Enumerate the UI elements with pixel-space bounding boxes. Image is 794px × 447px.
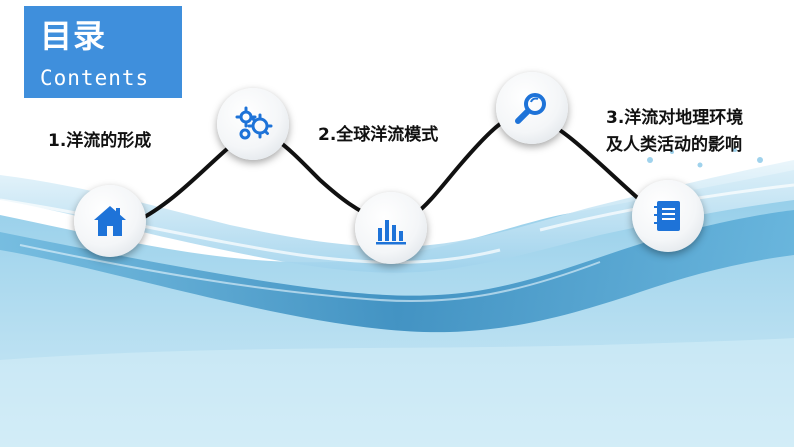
magnifier-icon xyxy=(515,93,546,124)
decor-node-gears xyxy=(217,88,289,160)
notebook-icon xyxy=(654,201,680,231)
item-3-label-line2: 及人类活动的影响 xyxy=(606,135,742,155)
bar-chart-icon xyxy=(376,220,406,245)
decor-node-magnifier xyxy=(496,72,568,144)
item-2-label: 2.全球洋流模式 xyxy=(318,125,439,145)
item-3-node[interactable] xyxy=(632,180,704,252)
page-subtitle: Contents xyxy=(40,66,150,90)
page-title: 目录 xyxy=(40,17,107,55)
title-box: 目录 Contents xyxy=(24,6,182,98)
item-1-label: 1.洋流的形成 xyxy=(48,131,152,151)
gears-icon xyxy=(235,106,273,140)
item-1-node[interactable] xyxy=(74,185,146,257)
home-icon xyxy=(94,206,126,236)
item-2-node[interactable] xyxy=(355,192,427,264)
item-3-label-line1: 3.洋流对地理环境 xyxy=(606,108,744,128)
